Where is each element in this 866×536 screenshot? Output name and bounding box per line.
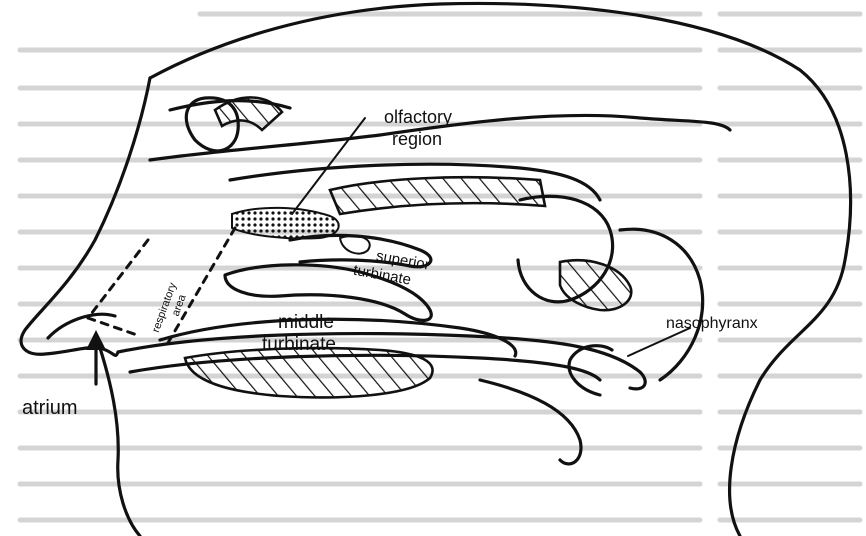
atrium-label: atrium xyxy=(22,396,78,420)
soft-palate xyxy=(480,380,581,464)
middle-turbinate-label: middle turbinate xyxy=(262,312,336,356)
nose-profile xyxy=(21,78,150,355)
ethmoid-bone-hatched xyxy=(330,177,545,214)
olfactory-label-line1: olfactory xyxy=(384,106,452,128)
olfactory-label-line2: region xyxy=(384,128,452,150)
olfactory-region-area xyxy=(232,208,339,239)
middle-label-line2: turbinate xyxy=(262,334,336,356)
olfactory-region-label: olfactory region xyxy=(384,106,452,150)
middle-label-line1: middle xyxy=(262,312,336,334)
nasophyranx-label: nasophyranx xyxy=(666,314,758,334)
nostril-inner xyxy=(48,314,115,338)
